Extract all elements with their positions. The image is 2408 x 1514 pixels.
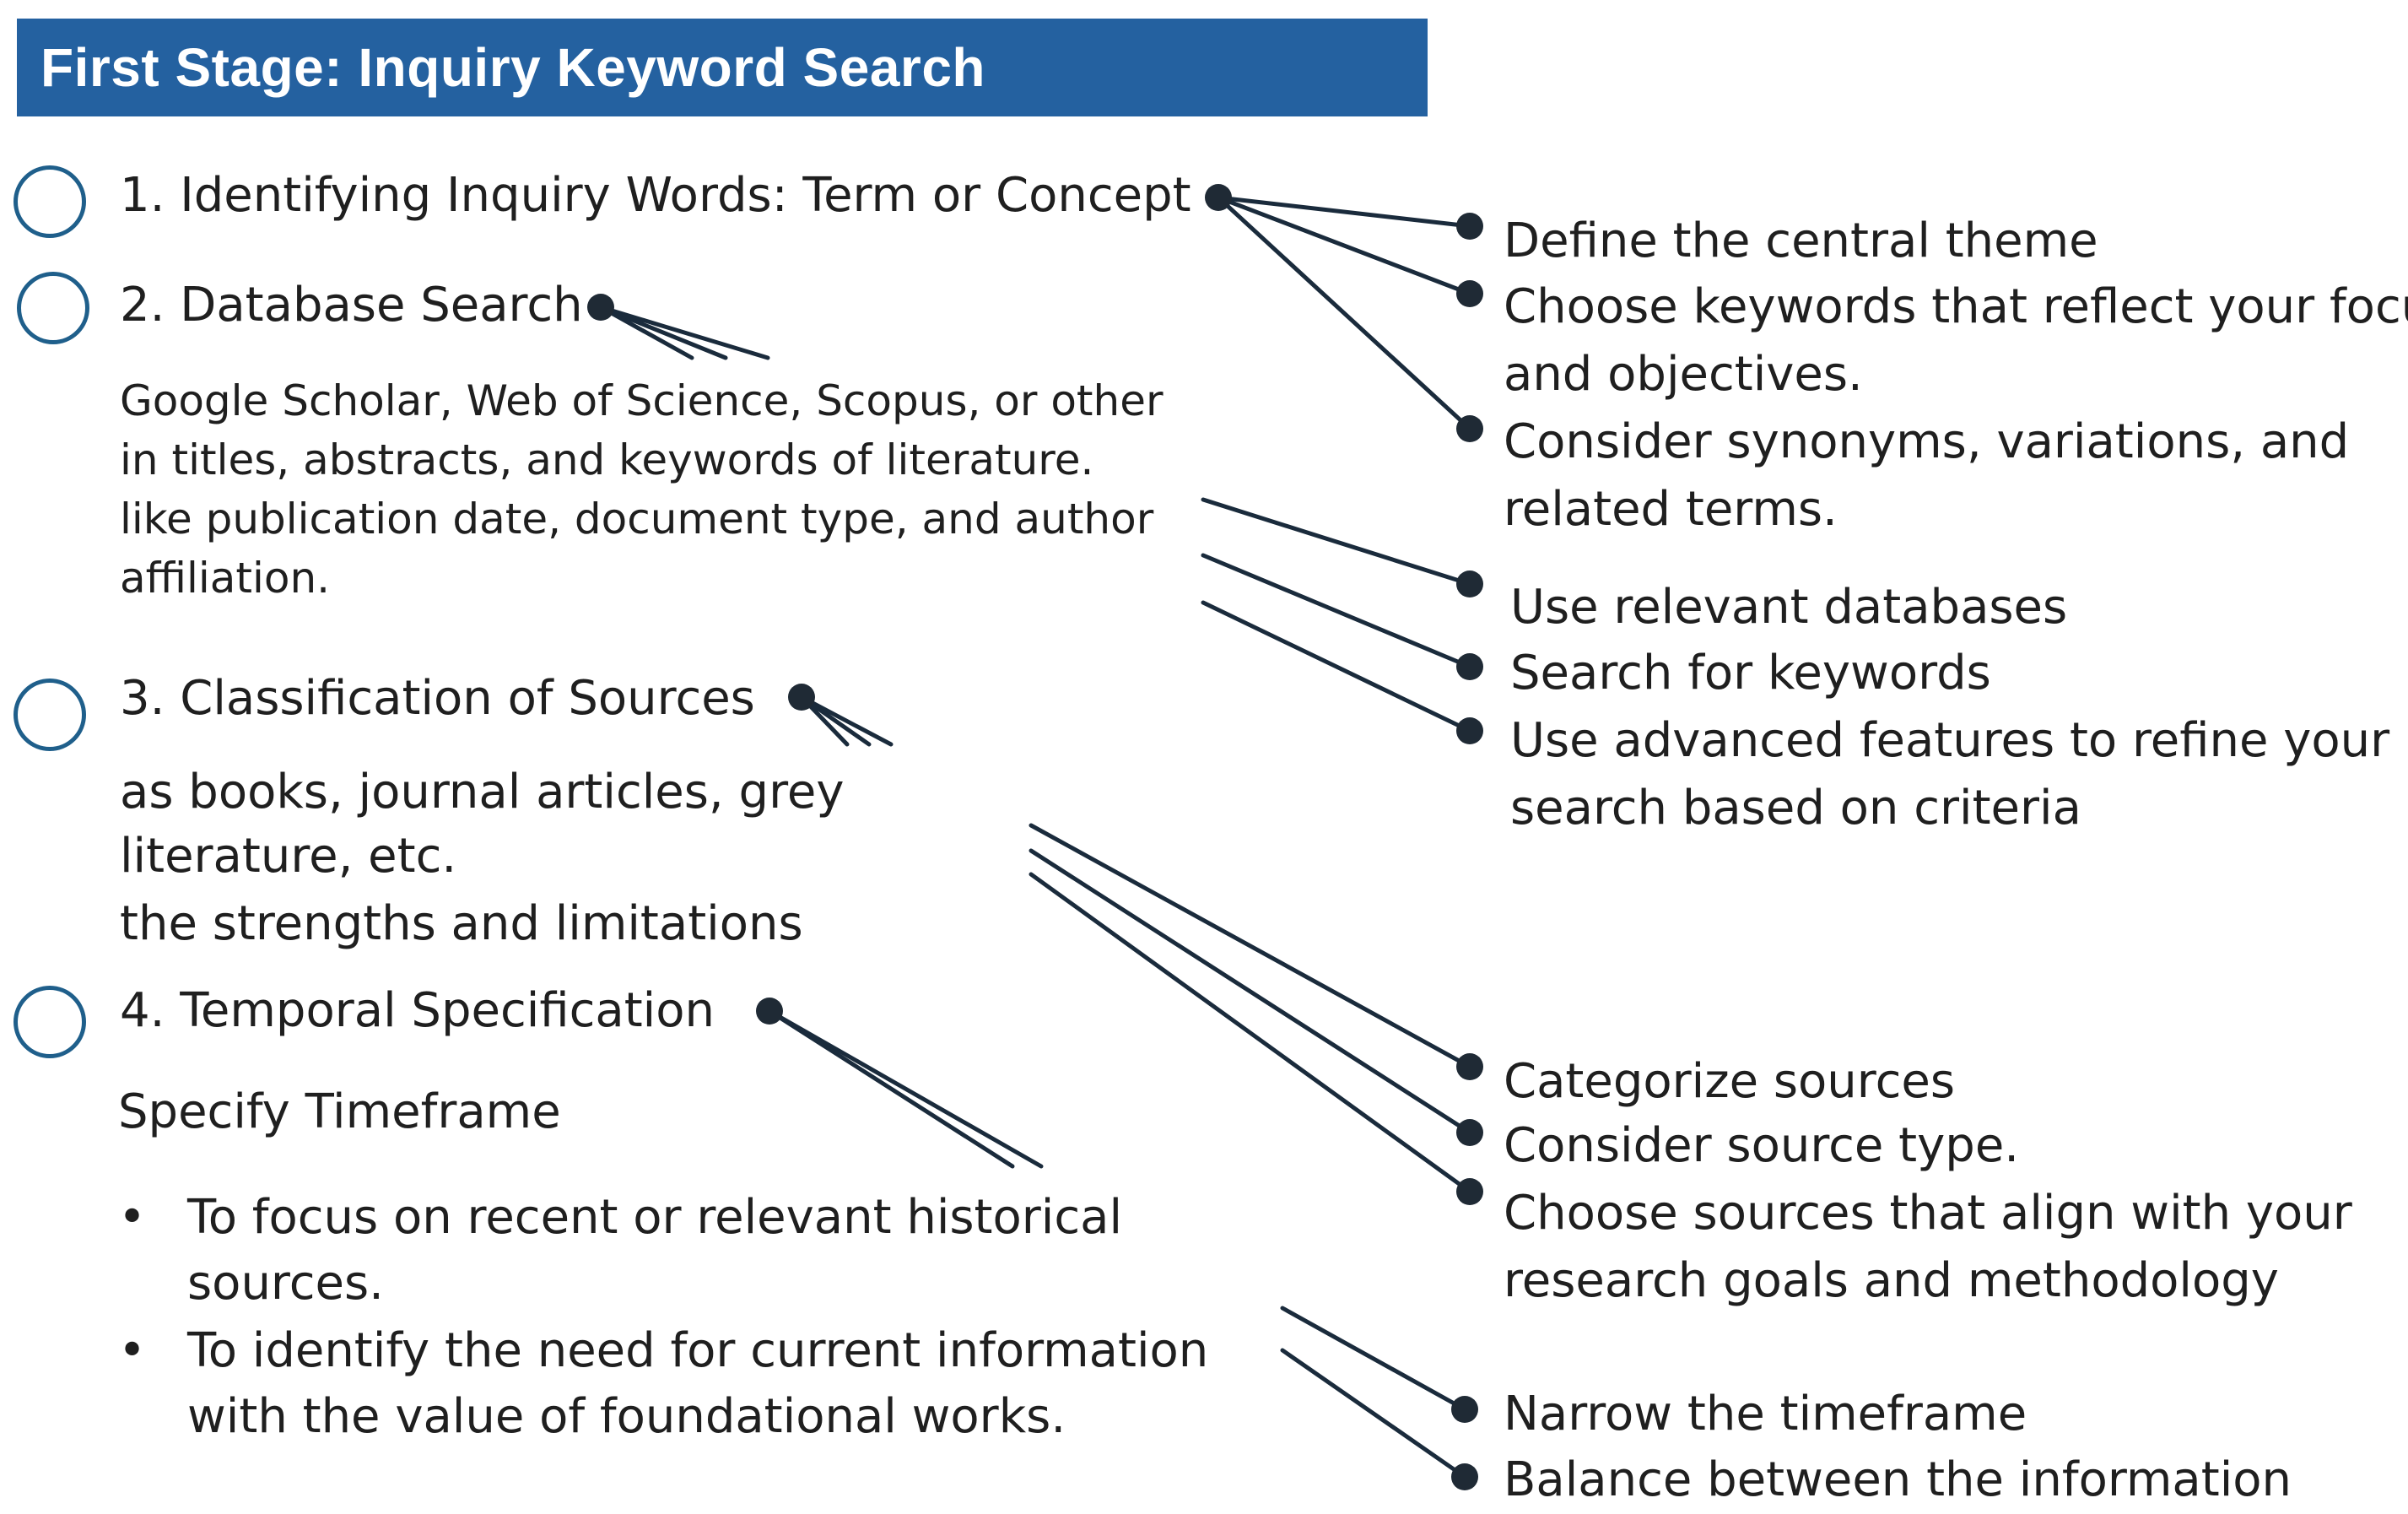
connector-1-1 xyxy=(1216,195,1472,229)
stage-2-detail-2: in titles, abstracts, and keywords of li… xyxy=(120,435,1094,484)
stage-1-item-3: Consider synonyms, variations, and relat… xyxy=(1504,408,2349,543)
connector-1-2 xyxy=(1216,195,1472,296)
connector-3-2 xyxy=(1029,848,1472,1135)
stage-3-item-3-line-1: Choose sources that align with your xyxy=(1504,1186,2352,1241)
stage-2-detail-1: Google Scholar, Web of Science, Scopus, … xyxy=(120,376,1164,425)
end-dot-1-3 xyxy=(1456,415,1483,442)
stage-2-item-3-line-2: search based on criteria xyxy=(1510,781,2081,835)
stage-2-item-3: Use advanced features to refine your sea… xyxy=(1510,707,2389,842)
stage-3-heading: 3. Classification of Sources xyxy=(120,671,755,726)
connector-4-stub-a xyxy=(767,1008,1044,1169)
stage-4-item-2: Balance between the information xyxy=(1504,1446,2292,1514)
connector-2-stub-c xyxy=(598,305,694,360)
stage-1-heading: 1. Identifying Inquiry Words: Term or Co… xyxy=(120,168,1191,223)
stage-1-item-3-line-1: Consider synonyms, variations, and xyxy=(1504,414,2350,469)
stage-3-detail-2: literature, etc. xyxy=(120,829,457,884)
stage-4-bullet-1-line-2: sources. xyxy=(187,1256,384,1311)
stage-2-item-2: Search for keywords xyxy=(1510,640,1991,707)
stage-4-item-2-line-1: Balance between the information xyxy=(1504,1452,2292,1507)
connector-2-stub-a xyxy=(598,305,770,360)
stage-4-bullet-2-line-1: To identify the need for current informa… xyxy=(187,1323,1209,1378)
end-dot-2-3 xyxy=(1456,717,1483,744)
stage-3-detail-3: the strengths and limitations xyxy=(120,896,803,951)
stage-3-item-3: Choose sources that align with your rese… xyxy=(1504,1180,2352,1315)
stage-1-item-2-line-2: and objectives. xyxy=(1504,347,1863,402)
connector-1-3 xyxy=(1216,195,1472,431)
stage-3-item-1: Categorize sources xyxy=(1504,1048,1955,1116)
connector-4-1 xyxy=(1280,1306,1467,1412)
stage-1-item-2: Choose keywords that reflect your focus … xyxy=(1504,273,2408,408)
connector-2-stub-b xyxy=(598,305,728,360)
stage-2-heading: 2. Database Search xyxy=(120,278,583,333)
stage-2-detail-3: like publication date, document type, an… xyxy=(120,495,1154,543)
stage-4-bullet-1-line-1: To focus on recent or relevant historica… xyxy=(187,1190,1123,1245)
end-dot-3-2 xyxy=(1456,1119,1483,1146)
stage-4-heading: 4. Temporal Specification xyxy=(120,983,715,1038)
stage-1-item-3-line-2: related terms. xyxy=(1504,482,1838,537)
stage-4-bullet-list: • To focus on recent or relevant histori… xyxy=(118,1185,1282,1452)
stage-4-item-1: Narrow the timeframe xyxy=(1504,1381,2027,1448)
stage-2-item-3-line-1: Use advanced features to refine your xyxy=(1510,713,2390,768)
connector-3-stub-b xyxy=(799,695,872,747)
end-dot-4-2 xyxy=(1451,1463,1478,1490)
connector-4-2 xyxy=(1280,1348,1467,1479)
origin-dot-2 xyxy=(587,294,614,321)
stage-4-subheading: Specify Timeframe xyxy=(118,1084,561,1139)
stage-3-item-2: Consider source type. xyxy=(1504,1112,2019,1180)
page-title: First Stage: Inquiry Keyword Search xyxy=(17,19,1428,116)
connector-2-3 xyxy=(1201,600,1472,733)
end-dot-2-2 xyxy=(1456,653,1483,680)
stage-2-circle-icon xyxy=(17,272,89,344)
stage-2-detail-4: affiliation. xyxy=(120,554,331,603)
end-dot-4-1 xyxy=(1451,1396,1478,1423)
connector-2-2 xyxy=(1201,553,1472,669)
connector-3-3 xyxy=(1029,872,1472,1194)
end-dot-1-2 xyxy=(1456,280,1483,307)
stage-3-item-3-line-2: research goals and methodology xyxy=(1504,1253,2279,1308)
stage-1-circle-icon xyxy=(13,165,86,238)
origin-dot-1 xyxy=(1205,184,1232,211)
end-dot-3-3 xyxy=(1456,1178,1483,1205)
origin-dot-4 xyxy=(756,998,783,1025)
stage-2-item-1-line-1: Use relevant databases xyxy=(1510,580,2068,635)
stage-4-circle-icon xyxy=(13,986,86,1058)
end-dot-2-1 xyxy=(1456,570,1483,597)
end-dot-3-1 xyxy=(1456,1053,1483,1080)
stage-3-item-1-line-1: Categorize sources xyxy=(1504,1054,1956,1109)
connector-3-1 xyxy=(1029,823,1472,1069)
origin-dot-3 xyxy=(788,684,815,711)
stage-1-item-1-line-1: Define the central theme xyxy=(1504,214,2098,268)
stage-4-item-1-line-1: Narrow the timeframe xyxy=(1504,1387,2027,1441)
stage-3-detail-1: as books, journal articles, grey xyxy=(120,765,845,819)
bullet-icon: • xyxy=(118,1190,147,1245)
stage-4-bullet-1: • To focus on recent or relevant histori… xyxy=(118,1185,1282,1317)
stage-4-bullet-2: • To identify the need for current infor… xyxy=(118,1318,1282,1450)
stage-4-bullet-2-line-2: with the value of foundational works. xyxy=(187,1389,1066,1444)
end-dot-1-1 xyxy=(1456,213,1483,240)
stage-3-item-2-line-1: Consider source type. xyxy=(1504,1118,2020,1173)
stage-1-item-1: Define the central theme xyxy=(1504,208,2098,275)
connector-4-stub-b xyxy=(767,1008,1015,1169)
stage-2-item-2-line-1: Search for keywords xyxy=(1510,646,1991,700)
stage-2-item-1: Use relevant databases xyxy=(1510,574,2067,641)
connector-2-1 xyxy=(1201,497,1472,587)
bullet-icon: • xyxy=(118,1323,147,1378)
stage-1-item-2-line-1: Choose keywords that reflect your focus xyxy=(1504,279,2408,334)
stage-3-circle-icon xyxy=(13,679,86,751)
